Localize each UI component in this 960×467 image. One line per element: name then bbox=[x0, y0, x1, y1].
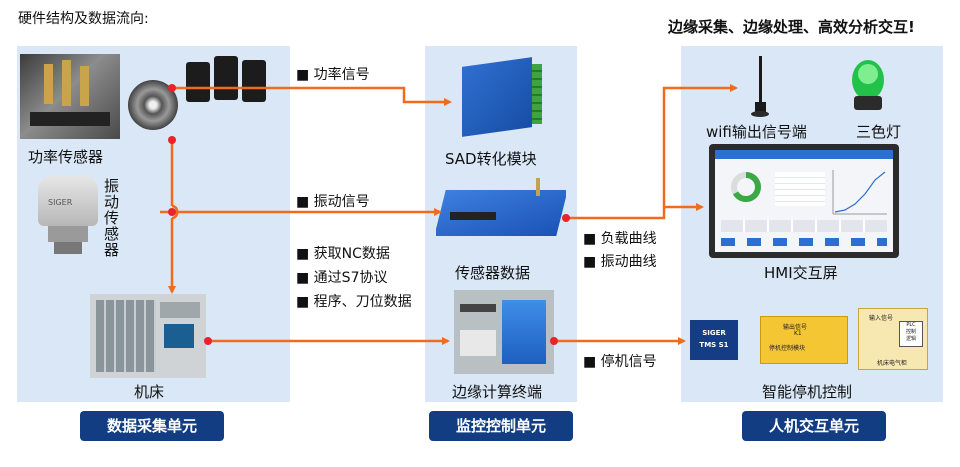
smart-stop-caption: 智能停机控制 bbox=[762, 383, 853, 401]
tricolor-lamp-icon bbox=[852, 60, 884, 110]
plc-label-3: 逻辑 bbox=[905, 336, 916, 342]
hmi-unit-button[interactable]: 人机交互单元 bbox=[742, 411, 886, 441]
power-sensor-caption: 功率传感器 bbox=[28, 148, 104, 166]
plc-label-1: PLC bbox=[906, 322, 916, 328]
tms-label-b: TMS S1 bbox=[699, 341, 729, 349]
nc-label-3: ■ 程序、刀位数据 bbox=[296, 294, 412, 310]
lamp-caption: 三色灯 bbox=[856, 123, 902, 141]
trend-chart-icon bbox=[832, 170, 887, 215]
left-title: 硬件结构及数据流向: bbox=[18, 11, 149, 27]
k1-label: K1 bbox=[794, 330, 802, 337]
sensor-data-caption: 传感器数据 bbox=[455, 264, 531, 282]
vibration-sensor-caption: 振动传感器 bbox=[104, 177, 120, 259]
nc-label-2: ■ 通过S7协议 bbox=[296, 270, 388, 286]
tms-box: SIGER TMS S1 bbox=[690, 320, 738, 360]
power-sensor-photo bbox=[20, 54, 120, 139]
tms-label-a: SIGER bbox=[702, 329, 726, 337]
sad-caption: SAD转化模块 bbox=[445, 150, 537, 168]
edge-caption: 边缘计算终端 bbox=[452, 383, 543, 401]
siger-logo-text: SIGER bbox=[48, 198, 73, 207]
stop-signal-label: ■ 停机信号 bbox=[583, 354, 657, 370]
stop-module-label: 停机控制模块 bbox=[769, 345, 806, 352]
vibration-sensor-photo: SIGER bbox=[34, 176, 102, 256]
spindle-photo bbox=[122, 62, 182, 140]
machine-photo bbox=[90, 294, 206, 378]
sad-module-photo bbox=[456, 56, 548, 140]
hmi-screen bbox=[709, 144, 899, 258]
nc-label-1: ■ 获取NC数据 bbox=[296, 246, 390, 262]
wifi-caption: wifi输出信号端 bbox=[706, 123, 807, 141]
data-collection-unit-button[interactable]: 数据采集单元 bbox=[80, 411, 224, 441]
machine-caption: 机床 bbox=[134, 383, 165, 401]
right-title: 边缘采集、边缘处理、高效分析交互! bbox=[668, 18, 915, 36]
sensor-data-box-photo bbox=[436, 172, 566, 254]
hmi-caption: HMI交互屏 bbox=[764, 264, 838, 282]
stop-module-box: 输出信号 K1 停机控制模块 bbox=[760, 316, 848, 364]
signal-in-label: 输入信号 bbox=[869, 315, 894, 322]
plc-label-2: 控制 bbox=[905, 329, 916, 335]
ct-clamp-photo bbox=[182, 52, 272, 107]
edge-terminal-photo bbox=[454, 290, 554, 374]
vib-curve-label: ■ 振动曲线 bbox=[583, 254, 657, 270]
signal-out-label: 输出信号 bbox=[783, 324, 808, 331]
power-signal-label: ■ 功率信号 bbox=[296, 67, 370, 83]
vibration-signal-label: ■ 振动信号 bbox=[296, 194, 370, 210]
monitoring-unit-button[interactable]: 监控控制单元 bbox=[429, 411, 573, 441]
donut-chart-icon bbox=[731, 172, 761, 202]
machine-cabinet-box: 输入信号 PLC 控制 逻辑 机床电气柜 bbox=[858, 308, 928, 370]
machine-cabinet-label: 机床电气柜 bbox=[877, 360, 908, 367]
wifi-antenna-icon bbox=[751, 56, 769, 117]
load-curve-label: ■ 负载曲线 bbox=[583, 231, 657, 247]
